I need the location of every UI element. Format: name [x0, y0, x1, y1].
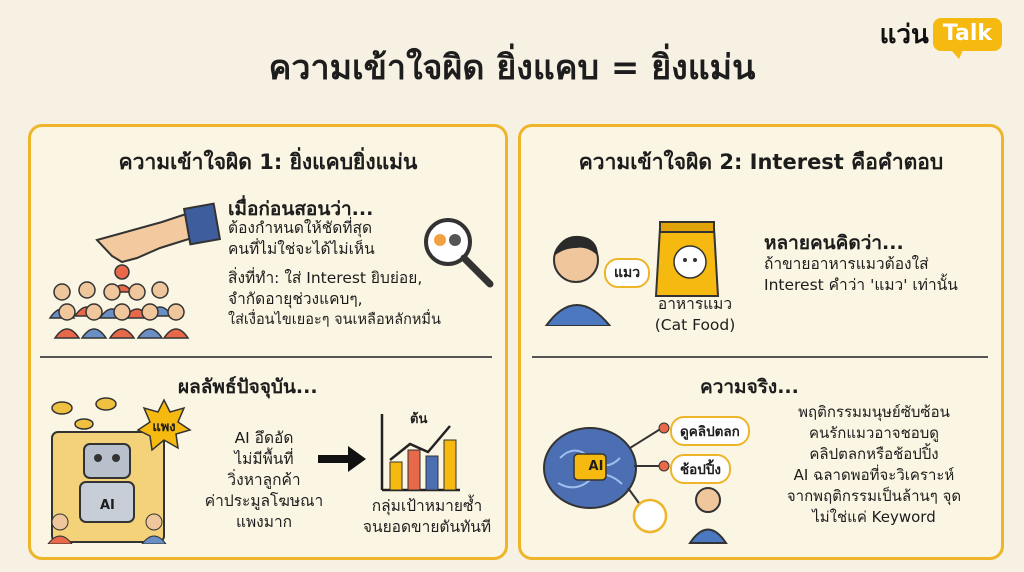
coin-icon [51, 397, 117, 430]
cat-bubble: แมว [604, 258, 651, 288]
left-result-line: กลุ่มเป้าหมายซ้ำ [371, 497, 483, 515]
product-line: (Cat Food) [654, 316, 736, 334]
right-top-text: ถ้าขายอาหารแมวต้องใส่ Interest คำว่า 'แม… [764, 254, 994, 296]
arrow-right-icon [318, 446, 366, 472]
left-bottom-line: AI อึดอัด [234, 429, 294, 447]
tag-text: ช้อปปิ้ง [680, 462, 722, 478]
right-divider [532, 356, 988, 358]
cat-bubble-text: แมว [614, 265, 641, 281]
cat-food-bag-icon [654, 221, 720, 297]
person-icon [688, 487, 728, 544]
product-line: อาหารแมว [657, 295, 733, 313]
bar-chart-icon [380, 414, 460, 492]
brain-icon [543, 427, 637, 509]
person-icon [544, 235, 612, 326]
left-bottom-text: AI อึดอัด ไม่มีพื้นที่ วิ่งหาลูกค้า ค่าป… [194, 428, 334, 533]
left-bottom-line: ไม่มีพื้นที่ [234, 450, 294, 468]
badge-burst [136, 398, 192, 452]
right-bottom-line: พฤติกรรมมนุษย์ซับซ้อน [798, 403, 950, 421]
left-top-line: ใส่เงื่อนไขเยอะๆ จนเหลือหลักหมื่น [228, 312, 441, 328]
left-panel-title: ความเข้าใจผิด 1: ยิ่งแคบยิ่งแม่น [118, 150, 418, 174]
chart-label: ต้น [410, 412, 428, 427]
magnifier-icon [424, 218, 494, 288]
brand-main-text: แว่น [879, 20, 929, 50]
robot-illustration [47, 397, 167, 544]
left-result-text: กลุ่มเป้าหมายซ้ำ จนยอดขายตันทันที [352, 496, 502, 538]
right-bottom-heading: ความจริง... [700, 376, 799, 398]
left-top-text: ต้องกำหนดให้ชัดที่สุด คนที่ไม่ใช่จะได้ไม… [228, 218, 498, 331]
right-bottom-line: จากพฤติกรรมเป็นล้านๆ จุด [786, 487, 962, 505]
left-top-line: ต้องกำหนดให้ชัดที่สุด [228, 219, 373, 237]
tag-funny-clips: ดูคลิปตลก [670, 416, 750, 446]
left-bottom-line: วิ่งหาลูกค้า [227, 471, 301, 489]
right-bottom-line: คนรักแมวอาจชอบดู [808, 424, 940, 442]
tag-shopping: ช้อปปิ้ง [670, 454, 732, 484]
right-bottom-line: ไม่ใช่แค่ Keyword [812, 508, 936, 526]
brand-logo: แว่น Talk [879, 14, 1002, 59]
left-top-line: จำกัดอายุช่วงแคบๆ, [228, 290, 363, 308]
crowd-icon [48, 264, 190, 339]
right-top-line: Interest คำว่า 'แมว' เท่านั้น [764, 276, 958, 294]
left-top-line: สิ่งที่ทำ: ใส่ Interest ยิบย่อย, [228, 269, 423, 287]
cat-food-label: อาหารแมว (Cat Food) [640, 294, 750, 336]
hand-icon [95, 202, 222, 264]
left-top-heading: เมื่อก่อนสอนว่า... [228, 198, 374, 220]
ai-brain-network [543, 422, 728, 544]
price-badge: แพง [152, 420, 176, 435]
left-bottom-heading: ผลลัพธ์ปัจจุบัน... [178, 376, 318, 398]
tag-text: ดูคลิปตลก [680, 424, 740, 440]
right-top-line: ถ้าขายอาหารแมวต้องใส่ [764, 255, 929, 273]
left-bottom-line: ค่าประมูลโฆษณา [204, 492, 324, 510]
brain-label: AI [588, 459, 604, 474]
robot-label: AI [100, 498, 115, 513]
right-top-heading: หลายคนคิดว่า... [764, 232, 904, 254]
right-bottom-line: คลิปตลกหรือช้อปปิ้ง [809, 445, 939, 463]
crowd-hand-illustration [48, 202, 222, 339]
left-result-line: จนยอดขายตันทันที [362, 518, 492, 536]
left-bottom-line: แพงมาก [235, 513, 293, 531]
right-bottom-text: พฤติกรรมมนุษย์ซับซ้อน คนรักแมวอาจชอบดู ค… [756, 402, 992, 528]
right-bottom-line: AI ฉลาดพอที่จะวิเคราะห์ [793, 466, 955, 484]
right-panel-title: ความเข้าใจผิด 2: Interest คือคำตอบ [578, 150, 944, 174]
left-top-line: คนที่ไม่ใช่จะได้ไม่เห็น [228, 240, 375, 258]
brand-bubble: Talk [932, 18, 1002, 59]
page-title: ความเข้าใจผิด ยิ่งแคบ = ยิ่งแม่น [268, 48, 756, 88]
left-divider [40, 356, 492, 358]
